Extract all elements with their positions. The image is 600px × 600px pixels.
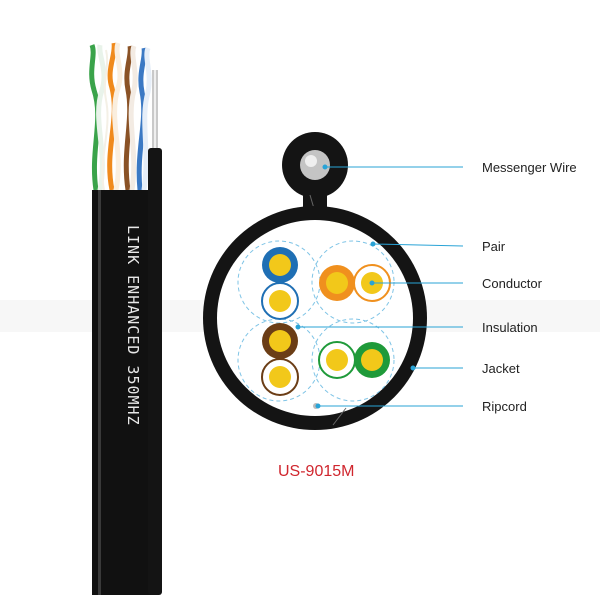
pair-boundary-orange (311, 240, 395, 324)
wire-blue (136, 47, 147, 191)
label-ripcord: Ripcord (482, 399, 527, 414)
wire-green (89, 44, 101, 191)
messenger-jacket (148, 148, 162, 595)
jacket-highlight (98, 190, 101, 595)
wire-blue-white (141, 47, 152, 191)
leader-lines (295, 164, 464, 409)
messenger-strand-highlight (154, 70, 156, 195)
label-messenger-wire: Messenger Wire (482, 160, 577, 175)
wire-orange (107, 42, 117, 191)
wire-ripcord (101, 49, 109, 191)
cross-section (203, 132, 427, 430)
label-insulation: Insulation (482, 320, 538, 335)
jacket-seam-line (332, 407, 347, 426)
leader-dot-ripcord (315, 403, 321, 409)
cable-print-text: LINK ENHANCED 350MHZ (124, 225, 142, 426)
conductor-green-stripe (326, 349, 348, 371)
cable-jacket-body (92, 190, 152, 595)
conductor-brown-solid (269, 330, 291, 352)
conductor-blue-solid (269, 254, 291, 276)
wire-brown (123, 45, 133, 191)
conductor-green-solid (361, 349, 383, 371)
label-jacket: Jacket (482, 361, 520, 376)
leader-dot-conductor (369, 280, 375, 286)
label-conductor: Conductor (482, 276, 543, 291)
exposed-twisted-pairs (89, 42, 152, 191)
wire-orange-white (112, 42, 123, 191)
cable-photo: LINK ENHANCED 350MHZ (89, 42, 162, 595)
leader-dot-insulation (295, 324, 301, 330)
conductor-brown-stripe (269, 366, 291, 388)
leader-dot-messenger-wire (322, 164, 328, 170)
wire-brown-white (128, 45, 138, 191)
conductor-orange-solid (326, 272, 348, 294)
model-number: US-9015M (278, 463, 354, 480)
leader-dot-pair (370, 241, 376, 247)
messenger-wire-shine (305, 155, 317, 167)
label-pair: Pair (482, 239, 506, 254)
leader-pair (372, 243, 464, 247)
leader-dot-jacket (410, 365, 416, 371)
pair-boundary-green (311, 318, 395, 402)
conductor-blue-stripe (269, 290, 291, 312)
